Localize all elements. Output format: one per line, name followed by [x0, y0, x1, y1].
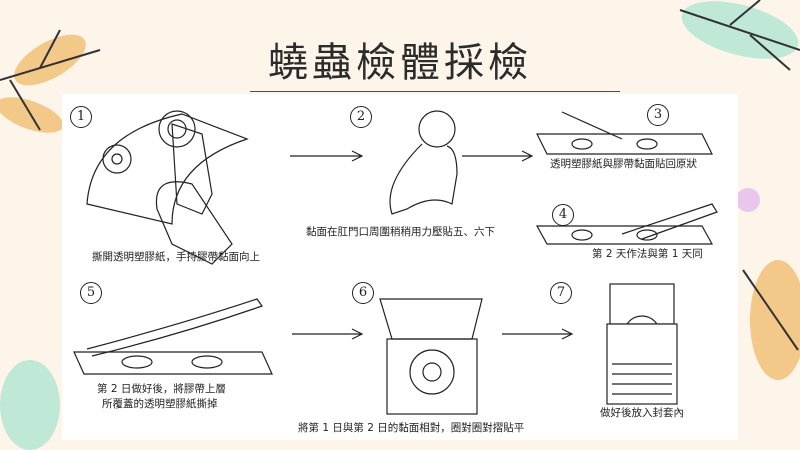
arrow-5-6: [292, 328, 364, 340]
step5-caption-line2: 所覆蓋的透明塑膠紙撕掉: [102, 398, 218, 410]
leaf-decoration-bottom-left: [0, 360, 60, 450]
arrow-6-7: [502, 328, 574, 340]
leaf-decoration-right: [738, 188, 800, 380]
step-number-7: 7: [550, 282, 572, 304]
step3-tape-illustration: [536, 111, 713, 155]
step7-envelope-illustration: [606, 283, 678, 405]
title-divider: [250, 91, 620, 92]
step5-caption-line1: 第 2 日做好後，將膠帶上層: [97, 383, 226, 395]
step-number-4: 4: [552, 204, 574, 226]
step-number-1: 1: [70, 106, 92, 128]
step6-caption: 將第 1 日與第 2 日的黏面相對，圈對圈對摺貼平: [298, 422, 525, 434]
step4-caption: 第 2 天作法與第 1 天同: [592, 248, 703, 260]
arrow-1-2: [290, 150, 364, 162]
illustrations: [73, 110, 718, 415]
step2-child-squatting-illustration: [389, 110, 458, 215]
step-number-3: 3: [647, 104, 669, 126]
step7-caption: 做好後放入封套內: [600, 407, 684, 419]
leaf-decoration-top-left: [0, 29, 101, 133]
step-number-5: 5: [80, 282, 102, 304]
leaf-decoration-top-right: [679, 0, 800, 71]
specimen-instruction-figure: 1 2 3 4 5 6 7 撕開透明塑膠紙，手持膠帶黏面向上 黏面在肛門口周圍稍…: [62, 94, 738, 440]
step-number-2: 2: [350, 106, 372, 128]
step1-caption: 撕開透明塑膠紙，手持膠帶黏面向上: [92, 251, 260, 263]
step4-tape-illustration: [535, 203, 718, 245]
step-number-6: 6: [352, 282, 374, 304]
step6-folded-tape-illustration: [379, 298, 483, 415]
step1-hand-tape-illustration: [86, 110, 249, 265]
step3-caption: 透明塑膠紙與膠帶黏面貼回原狀: [550, 158, 697, 170]
page-title: 蟯蟲檢體採檢: [268, 40, 532, 86]
step5-tape-peel-illustration: [73, 298, 273, 375]
step2-caption: 黏面在肛門口周圍稍稍用力壓貼五、六下: [306, 226, 495, 238]
arrow-2-3: [462, 150, 534, 162]
